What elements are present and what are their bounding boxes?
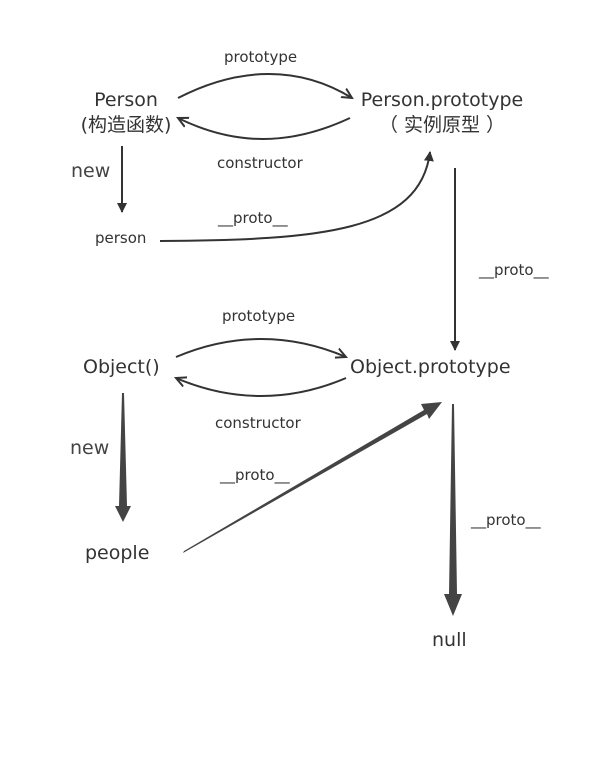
arrow-prototype-top — [177, 73, 352, 98]
node-null: null — [432, 629, 467, 651]
node-person-name: Person — [94, 89, 158, 111]
node-object-prototype: Object.prototype — [350, 356, 511, 378]
node-person-constructor: Person — [94, 91, 158, 110]
arrow-constructor-bottom — [176, 378, 347, 397]
node-person-prototype-note: （ 实例原型 ） — [379, 116, 505, 135]
node-people: people — [85, 542, 150, 564]
arrow-proto-person — [159, 151, 434, 242]
label-new-bottom: new — [70, 437, 110, 459]
node-person-constructor-note: (构造函数) — [81, 116, 172, 135]
node-person-prototype-name: Person.prototype — [360, 89, 524, 111]
label-proto-objectproto: __proto__ — [471, 511, 541, 529]
label-prototype-top: prototype — [224, 48, 298, 66]
arrow-proto-objectproto — [444, 404, 462, 616]
arrow-proto-people — [183, 402, 442, 553]
arrow-new-bottom — [115, 393, 131, 522]
label-prototype-bottom: prototype — [222, 307, 296, 325]
label-proto-personproto: __proto__ — [479, 261, 549, 279]
label-constructor-bottom: constructor — [215, 414, 301, 432]
node-person-instance: person — [95, 229, 147, 247]
node-person-prototype-note-text: （ 实例原型 ） — [378, 114, 506, 136]
node-person-note: (构造函数) — [80, 114, 172, 136]
arrow-constructor-top — [178, 118, 351, 140]
node-object-constructor: Object() — [83, 356, 160, 378]
label-new-top: new — [71, 160, 111, 182]
label-proto-people: __proto__ — [220, 466, 290, 484]
label-constructor-top: constructor — [217, 154, 303, 172]
node-person-prototype: Person.prototype — [361, 91, 523, 110]
arrow-prototype-bottom — [175, 338, 346, 357]
label-proto-person: __proto__ — [218, 209, 288, 227]
